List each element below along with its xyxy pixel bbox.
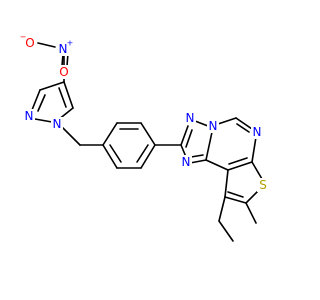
bond-pz-c4-c5-inner [58, 87, 67, 108]
bond-pz-c3-n2 [31, 89, 41, 111]
atom-n-pyrazole-b: N [51, 117, 63, 131]
bond-tz-n1-c9a [205, 131, 213, 161]
bond-tz-c2-n3-inner [185, 129, 193, 148]
atom-n-triazole-bottom: N [180, 155, 192, 169]
bond-ethyl-2 [218, 220, 234, 242]
bond-pm-c7-c8-inner [228, 157, 248, 165]
molecule-diagram: O − N + O N N N N N N S [19, 32, 269, 242]
bond-th-c7-s [251, 161, 263, 180]
atom-n-pyrazole-a: N [23, 109, 35, 123]
atom-n-triazole-top-label: N [186, 111, 195, 125]
atom-o-minus: O − [20, 33, 36, 50]
bond-pm-c5-n6-inner [236, 123, 250, 133]
bond-pz-c4-c3 [39, 81, 65, 91]
atom-n-nitro-label: N [59, 42, 68, 56]
bond-tz-c9a-n [189, 159, 207, 164]
bond-bz-6-inner [109, 144, 122, 163]
atom-s-thiophene: S [257, 178, 269, 192]
bond-bz-3 [140, 122, 156, 146]
bond-pm-n1-c5 [217, 117, 237, 125]
bond-methyl [245, 202, 257, 224]
bond-th-c-c-inner [227, 191, 244, 198]
bond-pm-c7-c8 [227, 161, 253, 171]
atom-s-thiophene-label: S [259, 178, 267, 192]
bond-o-n-nitro [37, 42, 56, 48]
bond-bz-4 [140, 144, 156, 169]
bond-tz-n3-n1 [194, 120, 209, 127]
bond-ethyl-1 [218, 196, 226, 222]
atom-n-pyrazole-b-label: N [53, 117, 62, 131]
atom-n-nitro: N + [57, 39, 74, 56]
bond-tz-c2-n3 [180, 125, 189, 146]
bond-th-c-c8 [224, 169, 229, 198]
atom-o-nitro: O [58, 65, 70, 79]
atom-n-triazole-bridge: N [207, 119, 219, 133]
bond-pz-c3-n2-inner [37, 94, 46, 112]
atom-n-triazole-bottom-label: N [182, 155, 191, 169]
bond-th-c-c [224, 196, 247, 204]
bond-pm-c8-c9a [205, 159, 229, 171]
atom-n-pyrimidine-label: N [253, 125, 262, 139]
bond-bz-1 [102, 122, 118, 146]
bond-bz-4-inner [136, 144, 149, 163]
atom-n-triazole-top: N [184, 111, 196, 125]
atom-o-nitro-label: O [59, 65, 68, 79]
atom-n-triazole-bridge-label: N [209, 119, 218, 133]
atom-n-nitro-charge: + [67, 39, 74, 48]
bond-pm-n6-c7 [251, 136, 257, 163]
bond-pz-n2-n1 [34, 118, 53, 123]
bond-bz-6 [102, 144, 118, 169]
bond-pz-c4-c5 [63, 81, 74, 109]
atom-n-pyrazole-a-label: N [25, 109, 34, 123]
atom-o-minus-label: O [25, 36, 34, 50]
bond-tz-c9a-n-inner [190, 154, 204, 158]
atom-o-minus-charge: − [20, 33, 27, 42]
atom-n-pyrimidine: N [251, 125, 263, 139]
bond-n1-ch2 [61, 126, 81, 146]
structure-svg: O − N + O N N N N N N S [19, 32, 269, 242]
bond-pm-c5-n6 [235, 117, 253, 130]
